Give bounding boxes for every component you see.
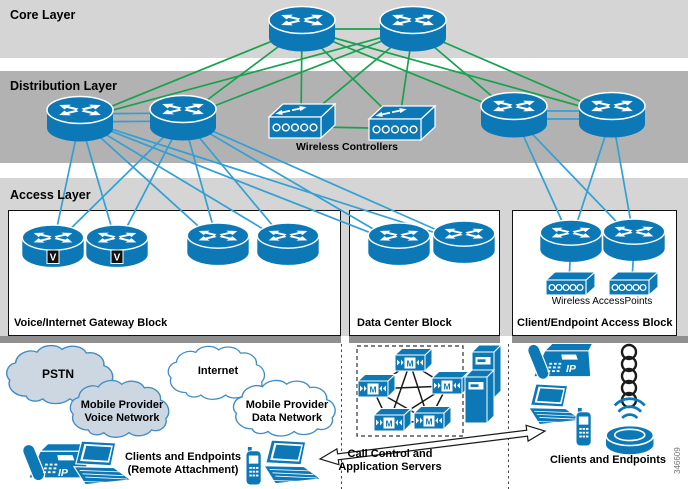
link-blue [182,117,400,245]
voice-block-shadow [0,336,341,343]
link-green [301,28,613,116]
ip-phone-endpoint [525,341,594,382]
call-control-line2: Application Servers [338,461,442,473]
figure-number: 346609 [673,447,682,474]
pstn-label: PSTN [41,367,75,381]
link-blue [182,117,465,243]
voice-badge-box [46,249,60,264]
mobile-data-line1: Mobile Provider [245,399,329,411]
wireless-access-point-device [604,397,655,456]
voice-badge: V [50,253,57,264]
callmanager-badge: M [385,419,392,429]
mobile-voice-line1: Mobile Provider [80,399,164,411]
signaling-double-arrow [318,424,547,466]
clients-endpoints-label: Clients and Endpoints [549,454,667,466]
core-router-1 [269,7,335,52]
wireless-controller-2 [369,106,435,140]
client-access-router-1 [540,220,601,262]
client-block-label: Client/Endpoint Access Block [517,317,673,329]
clients-remote-line2: (Remote Attachment) [127,464,239,476]
laptop-remote-1 [73,440,132,486]
distribution-router-1 [47,97,113,142]
callmanager-badge: M [369,385,376,395]
clients-remote-line1: Clients and Endpoints [124,451,242,463]
link-blue [182,117,289,245]
client-block-shadow [512,336,688,343]
wireless-access-point-2 [608,271,659,296]
link-green [301,28,515,116]
gateway-router-3 [187,223,248,265]
gateway-router-4 [257,223,318,265]
link-blue [79,118,465,243]
voice-badge: V [114,253,121,264]
ip-phone-label: IP [58,467,69,479]
link-blue [79,118,219,245]
data-center-router-2 [433,221,494,263]
data-center-block-shadow [349,336,500,343]
data-center-router-1 [368,223,429,265]
wireless-controllers-label: Wireless Controllers [295,141,399,153]
data-center-block-label: Data Center Block [357,317,452,329]
mobile-data-label: Mobile Provider Data Network [246,399,329,424]
call-control-label: Call Control and Application Servers [338,448,441,474]
access-layer-label: Access Layer [10,188,91,202]
cellphone-endpoint [575,407,592,447]
link-green [79,28,414,120]
voice-badge-box [110,249,124,264]
core-router-2 [380,7,446,52]
link-green [412,28,613,116]
link-green [79,28,303,120]
link-blue [52,117,184,247]
link-blue [79,118,400,245]
clients-remote-label: Clients and Endpoints (Remote Attachment… [125,451,241,477]
mobile-data-line2: Data Network [251,411,323,424]
link-blue [513,114,635,241]
distribution-router-3 [481,93,547,138]
distribution-layer-label: Distribution Layer [10,79,117,93]
laptop-remote-2 [263,439,322,485]
mobile-voice-line2: Voice Network [84,411,160,424]
distribution-router-4 [579,93,645,138]
laptop-endpoint [528,383,583,426]
application-server-2 [464,369,495,424]
distribution-router-2 [150,96,216,141]
callmanager-badge: M [406,359,413,369]
wireless-controller-1 [269,104,335,138]
wireless-access-points-label: Wireless AccessPoints [551,296,653,307]
call-control-line1: Call Control and [347,448,433,460]
voice-gateway-badges: V V [46,249,124,264]
internet-label: Internet [197,365,239,377]
link-blue [79,118,289,245]
link-green [182,28,414,119]
mobile-voice-label: Mobile Provider Voice Network [81,399,164,424]
core-layer-label: Core Layer [10,8,76,22]
ip-phone-label: IP [566,363,577,375]
callmanager-badge: M [425,417,432,427]
client-access-router-2 [603,219,664,261]
cellphone-remote [245,446,262,486]
callmanager-badge: M [443,382,450,392]
wireless-access-point-1 [545,271,596,296]
voice-block-label: Voice/Internet Gateway Block [14,317,168,329]
